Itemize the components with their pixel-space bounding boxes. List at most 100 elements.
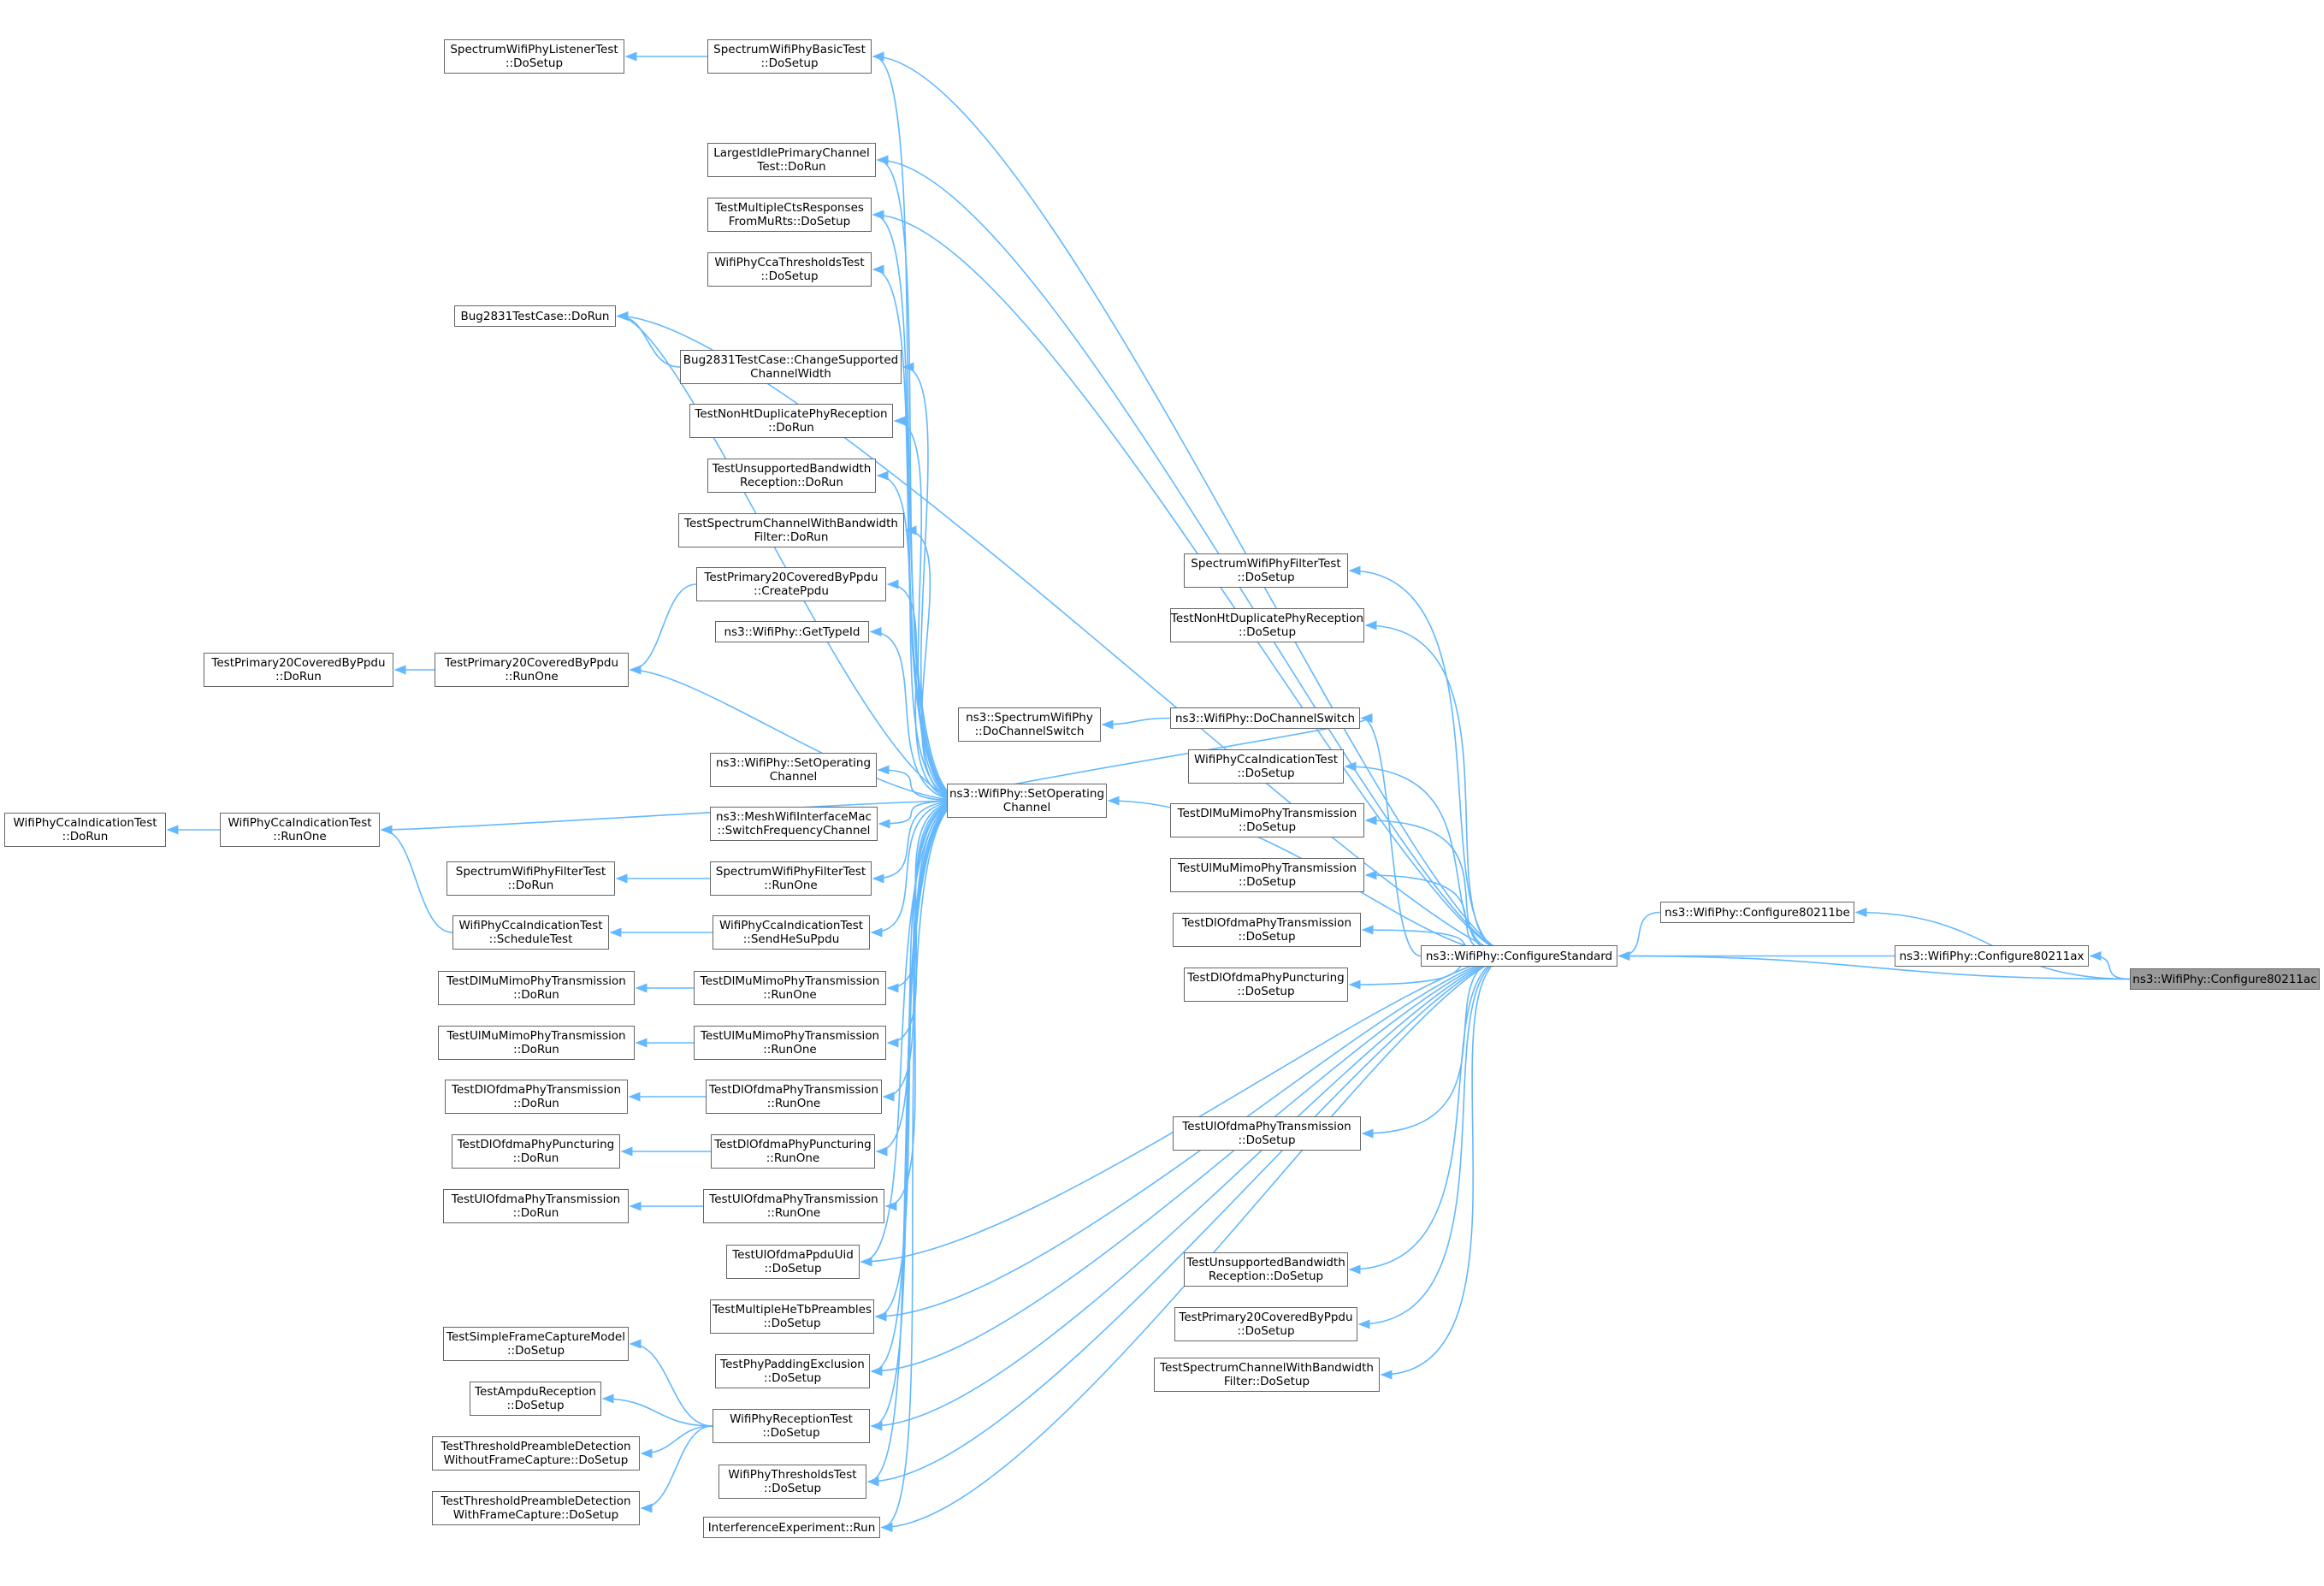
node-testprimary20coveredbyppdu-createppdu[interactable]: TestPrimary20CoveredByPpdu::CreatePpdu [696,567,886,601]
edge-hub-n3 [876,155,965,802]
edge-hub-n58 [866,800,965,1487]
node-testsimpleframecapturemodel-dosetup[interactable]: TestSimpleFrameCaptureModel::DoSetup [443,1327,629,1361]
edge-layer [166,51,2131,1533]
node-testdlofdmaphytransmission-runone[interactable]: TestDlOfdmaPhyTransmission::RunOne [706,1080,882,1114]
node-wifiphyccaindicationtest-sendhesuppdu[interactable]: WifiPhyCcaIndicationTest::SendHeSuPpdu [713,915,870,950]
node-testdlofdmaphytransmission-dorun[interactable]: TestDlOfdmaPhyTransmission::DoRun [445,1080,628,1114]
edge-cs-n2 [872,51,1516,956]
node-testulmumimophytransmission-dorun[interactable]: TestUlMuMimoPhyTransmission::DoRun [438,1026,635,1060]
edge-cs-n60 [880,955,1516,1533]
edge-hub-n10 [904,525,965,802]
edge-cs-n18 [1364,620,1516,956]
node-testdlofdmaphypuncturing-runone[interactable]: TestDlOfdmaPhyPuncturing::RunOne [711,1134,875,1169]
node-wifiphy-gettypeid[interactable]: ns3::WifiPhy::GetTypeId [715,621,869,642]
node-testphypaddingexclusion-dosetup[interactable]: TestPhyPaddingExclusion::DoSetup [715,1354,870,1388]
node-spectrumwifiphybasictest-dosetup[interactable]: SpectrumWifiPhyBasicTest::DoSetup [707,39,872,74]
node-testulmumimophytransmission-runone[interactable]: TestUlMuMimoPhyTransmission::RunOne [694,1026,886,1060]
node-wifiphyccaindicationtest-dorun[interactable]: WifiPhyCcaIndicationTest::DoRun [4,813,166,847]
node-testmultiplehetbpreambles-dosetup[interactable]: TestMultipleHeTbPreambles::DoSetup [710,1299,874,1334]
edge-n33-n16 [1360,713,1422,957]
node-bug2831testcase-dorun[interactable]: Bug2831TestCase::DoRun [454,305,616,327]
node-wifiphyccaindicationtest-runone[interactable]: WifiPhyCcaIndicationTest::RunOne [220,813,380,847]
node-testprimary20coveredbyppdu-runone[interactable]: TestPrimary20CoveredByPpdu::RunOne [435,653,629,687]
node-meshwifiinterfacemac-switchfrequencychannel[interactable]: ns3::MeshWifiInterfaceMac::SwitchFrequen… [710,807,878,841]
node-wifiphy-configure80211ax[interactable]: ns3::WifiPhy::Configure80211ax [1895,945,2089,967]
edge-hub-n8 [893,416,965,802]
node-testnonhtduplicatephyreception-dosetup[interactable]: TestNonHtDuplicatePhyReception::DoSetup [1170,608,1364,642]
edge-n7-n6 [616,311,681,368]
edge-n56-n54 [629,1339,713,1427]
edge-hub-n12 [869,626,965,802]
node-testdlmumimophytransmission-dosetup[interactable]: TestDlMuMimoPhyTransmission::DoSetup [1170,803,1364,837]
node-testampdureception-dosetup[interactable]: TestAmpduReception::DoSetup [470,1382,601,1416]
node-wifiphy-configurestandard[interactable]: ns3::WifiPhy::ConfigureStandard [1421,945,1617,967]
node-spectrumwifiphyfiltertest-runone[interactable]: SpectrumWifiPhyFilterTest::RunOne [710,861,872,896]
edge-hub-n42 [882,800,965,1102]
node-spectrumwifiphy-dochannelswitch[interactable]: ns3::SpectrumWifiPhy::DoChannelSwitch [958,707,1101,742]
edge-hub-n26 [872,800,965,884]
edge-hub-n48 [860,800,965,1267]
node-testulmumimophytransmission-dosetup[interactable]: TestUlMuMimoPhyTransmission::DoSetup [1170,858,1364,892]
node-wifiphyccaindicationtest-dosetup[interactable]: WifiPhyCcaIndicationTest::DoSetup [1188,749,1344,784]
edge-hub-n14 [629,665,965,802]
node-testulofdmaphytransmission-dosetup[interactable]: TestUlOfdmaPhyTransmission::DoSetup [1173,1116,1361,1151]
node-interferenceexperiment-run[interactable]: InterferenceExperiment::Run [703,1517,880,1538]
edge-cs-n58 [866,955,1516,1487]
node-spectrumwifiphylistenertest-dosetup[interactable]: SpectrumWifiPhyListenerTest::DoSetup [444,39,624,74]
node-testnonhtduplicatephyreception-dorun[interactable]: TestNonHtDuplicatePhyReception::DoRun [689,404,893,438]
edge-n56-n55 [601,1394,713,1427]
edge-n27-n24 [380,825,453,933]
node-testdlofdmaphypuncturing-dorun[interactable]: TestDlOfdmaPhyPuncturing::DoRun [452,1134,620,1169]
node-wifiphy-configure80211ac-focus[interactable]: ns3::WifiPhy::Configure80211ac [2130,968,2320,990]
edge-hub-n60 [880,800,965,1532]
node-wifiphy-dochannelswitch[interactable]: ns3::WifiPhy::DoChannelSwitch [1170,707,1360,729]
node-spectrumwifiphyfiltertest-dosetup[interactable]: SpectrumWifiPhyFilterTest::DoSetup [1184,553,1348,588]
edge-hub-n52 [870,800,965,1376]
edge-hub-n24 [380,800,965,835]
node-testprimary20coveredbyppdu-dosetup[interactable]: TestPrimary20CoveredByPpdu::DoSetup [1174,1307,1357,1341]
edge-cs-n52 [870,955,1516,1376]
node-wifiphythresholdstest-dosetup[interactable]: WifiPhyThresholdsTest::DoSetup [718,1465,866,1499]
node-testulofdmappduuid-dosetup[interactable]: TestUlOfdmaPpduUid::DoSetup [726,1245,860,1279]
edge-cs-n48 [860,955,1516,1267]
node-testprimary20coveredbyppdu-dorun[interactable]: TestPrimary20CoveredByPpdu::DoRun [204,653,393,687]
node-testulofdmaphytransmission-dorun[interactable]: TestUlOfdmaPhyTransmission::DoRun [443,1189,629,1223]
edge-n56-n59 [640,1425,713,1513]
node-testdlmumimophytransmission-dorun[interactable]: TestDlMuMimoPhyTransmission::DoRun [438,971,635,1005]
node-wifiphy-configure80211be[interactable]: ns3::WifiPhy::Configure80211be [1660,902,1854,923]
edge-cs-n30 [1364,870,1516,956]
edge-cs-n56 [870,955,1516,1431]
edge-n34-n33 [1617,911,1661,962]
edge-n16-n15 [1101,717,1171,730]
edge-hub-n49 [874,800,965,1322]
edge-hub-n38 [886,800,965,993]
edge-cs-n47 [1361,955,1516,1139]
node-testdlofdmaphytransmission-dosetup[interactable]: TestDlOfdmaPhyTransmission::DoSetup [1173,913,1361,947]
edge-hub-n7 [902,362,965,802]
node-testulofdmaphytransmission-runone[interactable]: TestUlOfdmaPhyTransmission::RunOne [703,1189,884,1223]
node-wifiphyccathresholdstest-dosetup[interactable]: WifiPhyCcaThresholdsTest::DoSetup [707,252,872,287]
edge-hub-n21 [877,765,965,802]
edge-cs-n17 [1348,565,1516,956]
node-spectrumwifiphyfiltertest-dorun[interactable]: SpectrumWifiPhyFilterTest::DoRun [446,861,615,896]
node-testdlofdmaphypuncturing-dosetup[interactable]: TestDlOfdmaPhyPuncturing::DoSetup [1184,968,1348,1002]
node-testdlmumimophytransmission-runone[interactable]: TestDlMuMimoPhyTransmission::RunOne [694,971,886,1005]
edge-cs-n53 [1380,955,1516,1380]
edge-n36-n33 [1617,950,2131,980]
edge-n56-n57 [640,1425,713,1459]
node-wifiphyccaindicationtest-scheduletest[interactable]: WifiPhyCcaIndicationTest::ScheduleTest [452,915,609,950]
edge-hub-n28 [870,800,965,938]
node-wifiphyreceptiontest-dosetup[interactable]: WifiPhyReceptionTest::DoSetup [713,1409,870,1443]
